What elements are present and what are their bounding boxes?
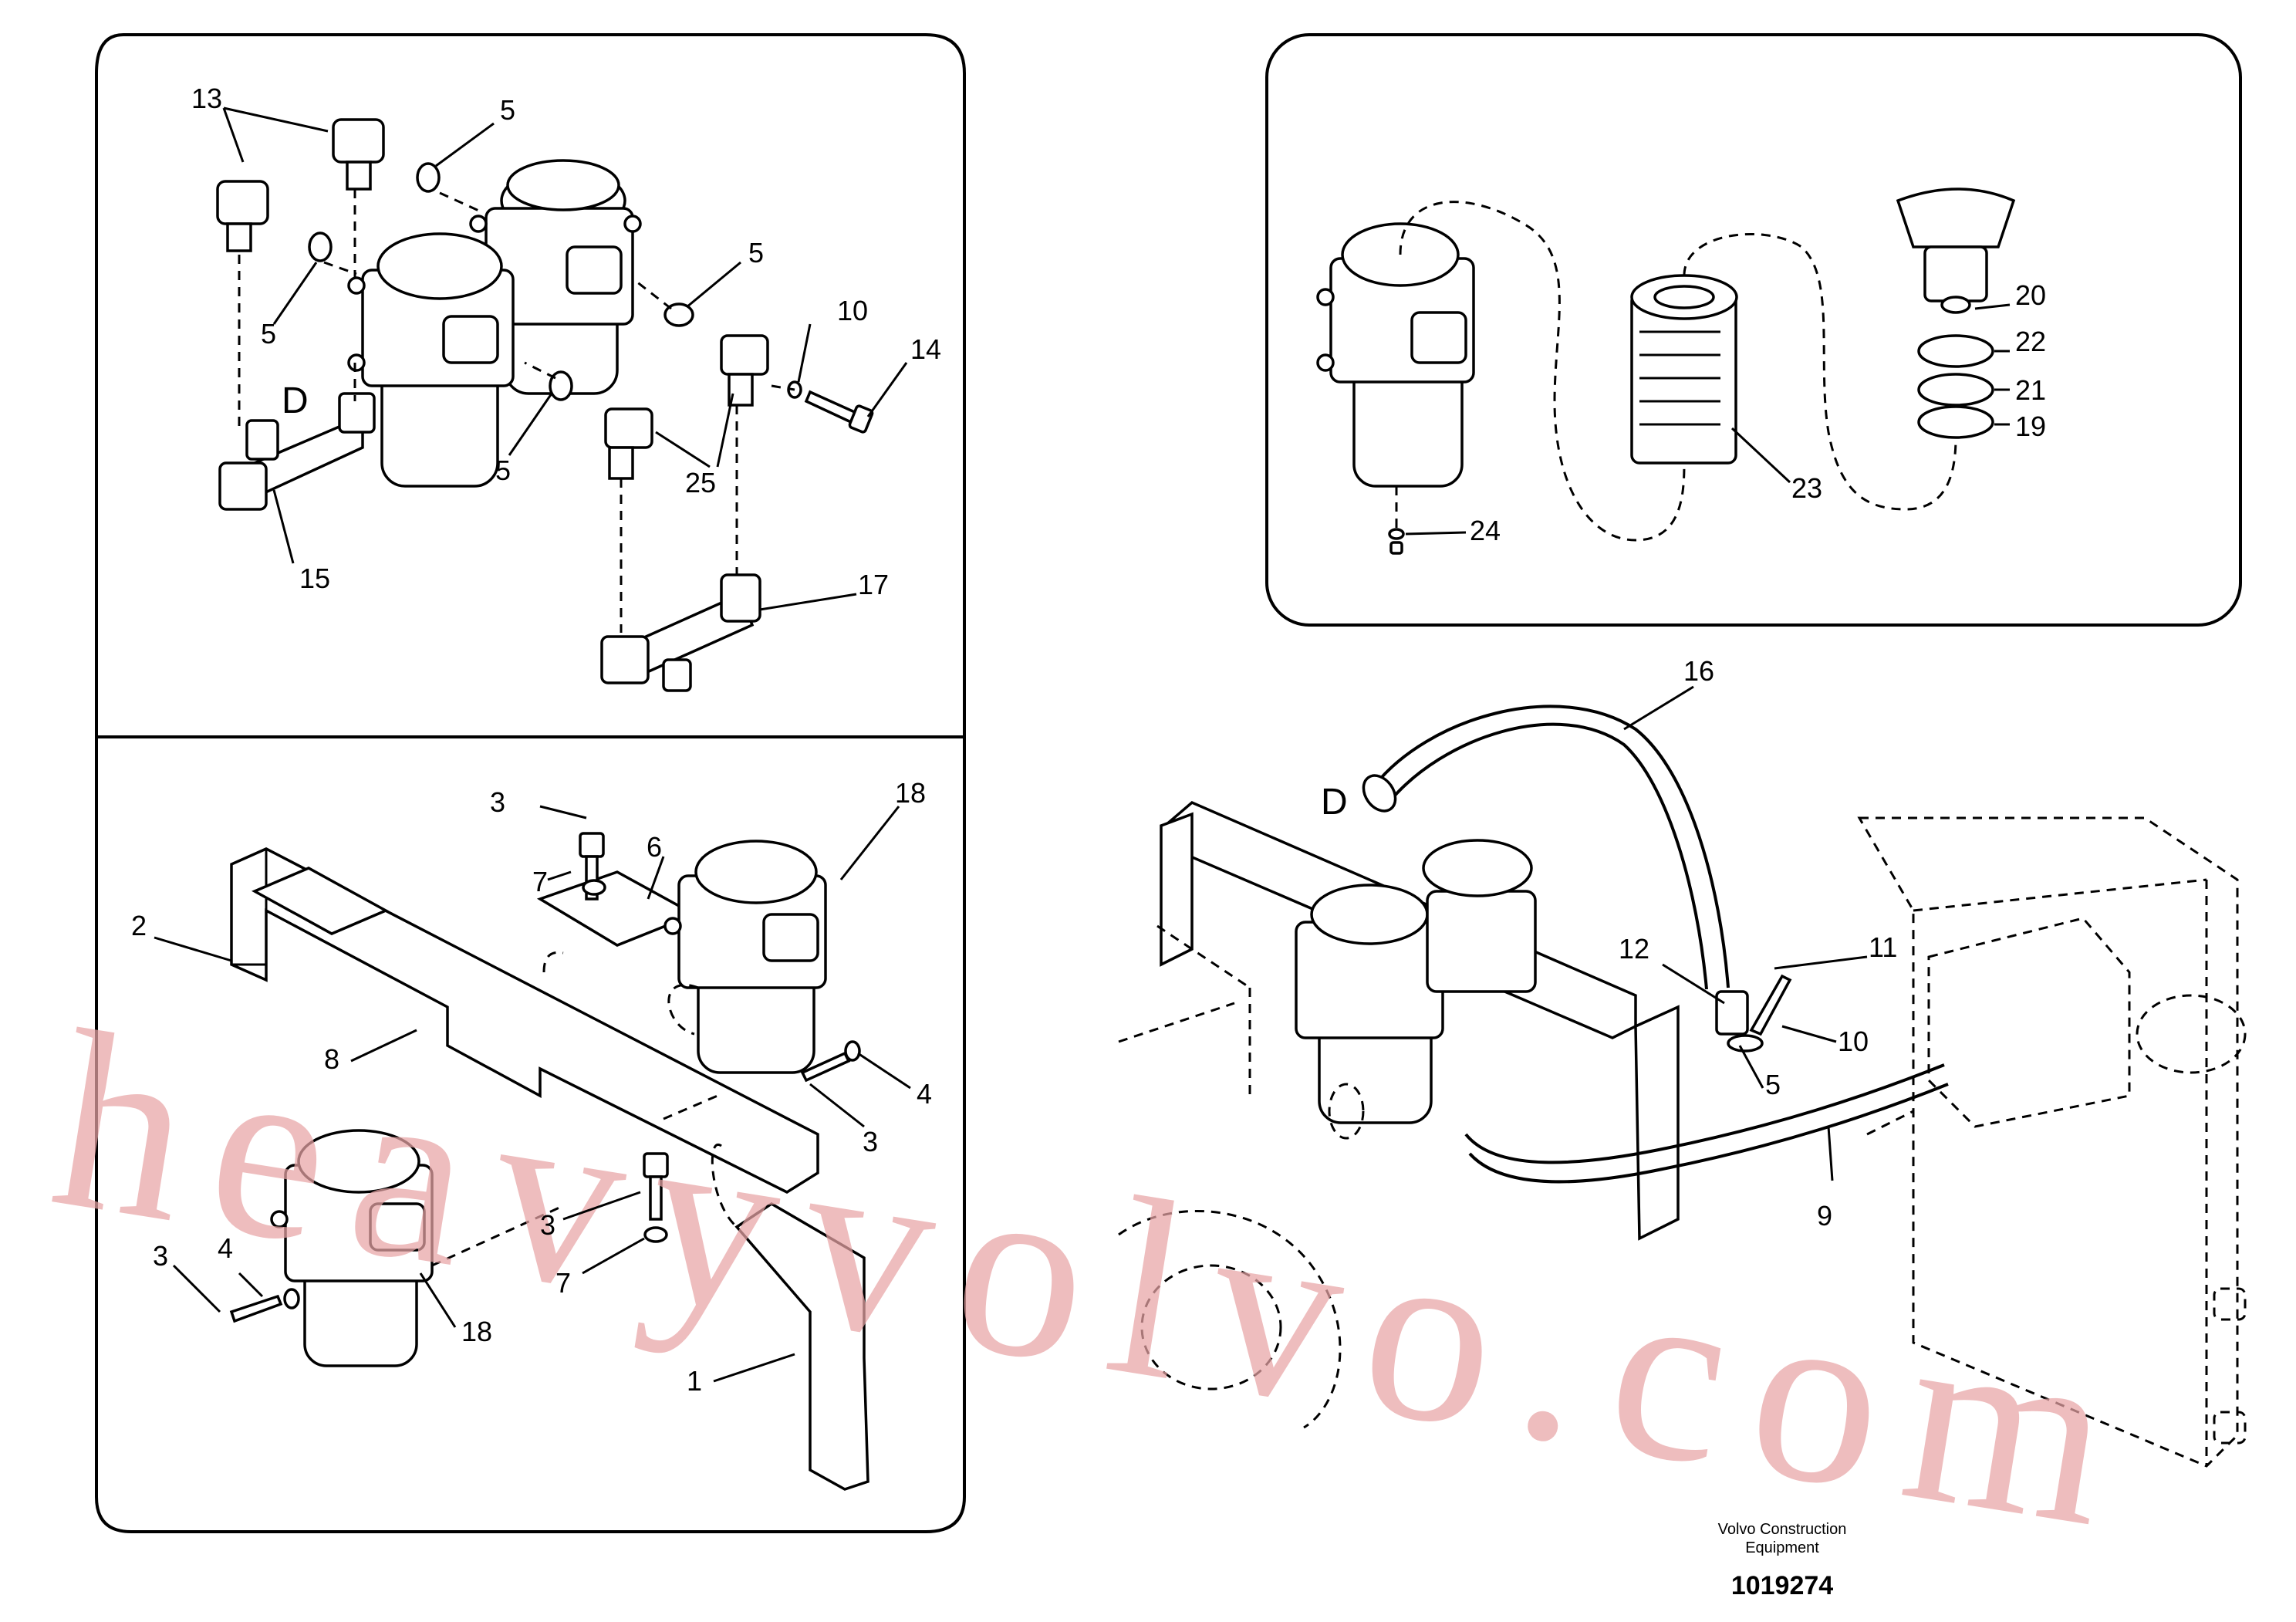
label-18: 18 xyxy=(895,777,926,809)
detail-marker-d: D xyxy=(1321,782,1348,823)
label-3: 3 xyxy=(153,1240,168,1272)
label-5: 5 xyxy=(495,454,511,486)
installed-filters xyxy=(1295,839,1537,1124)
panel-bottom-left-frame xyxy=(95,735,966,1533)
footer-caption: Volvo Construction Equipment 1019274 xyxy=(1620,1520,1944,1601)
label-7: 7 xyxy=(555,1267,571,1299)
label-21: 21 xyxy=(2015,374,2046,406)
label-20: 20 xyxy=(2015,279,2046,311)
bracket-1 xyxy=(734,1201,869,1491)
callout-labels: 13 5 5 5 5 10 14 25 15 17 20 22 21 19 23… xyxy=(131,83,2046,1397)
manifold-17 xyxy=(600,573,761,692)
bolt-14 xyxy=(787,380,874,434)
label-23: 23 xyxy=(1791,472,1822,504)
label-14: 14 xyxy=(910,333,941,365)
filter-18-upper xyxy=(663,840,827,1074)
label-4: 4 xyxy=(917,1078,932,1110)
label-8: 8 xyxy=(324,1043,339,1075)
footer-brand-line: Equipment xyxy=(1745,1539,1819,1556)
bolts-and-washers xyxy=(229,832,861,1323)
label-1: 1 xyxy=(687,1365,702,1397)
label-19: 19 xyxy=(2015,411,2046,442)
footer-brand-line: Volvo Construction xyxy=(1717,1521,1847,1538)
label-5: 5 xyxy=(261,318,276,350)
filter-assembly-pair xyxy=(347,159,642,488)
label-6: 6 xyxy=(647,831,662,863)
label-16: 16 xyxy=(1683,655,1714,687)
label-10: 10 xyxy=(837,295,868,326)
label-11: 11 xyxy=(1869,931,1897,963)
machine-outline xyxy=(1118,816,2247,1468)
elbow-fittings-13 xyxy=(216,118,385,252)
fitting-12-and-bolt-11 xyxy=(1715,974,1792,1053)
plate-8 xyxy=(252,867,389,935)
drawing-number: 1019274 xyxy=(1730,1571,1834,1600)
label-25: 25 xyxy=(685,467,716,498)
watermark: heavyvolvo.com xyxy=(38,978,2156,1585)
hose-16 xyxy=(1362,705,1730,990)
filter-element-23 xyxy=(1630,274,1738,465)
assembly-lines-top-left xyxy=(238,189,795,633)
label-3: 3 xyxy=(540,1209,555,1241)
label-7: 7 xyxy=(532,866,548,897)
cap-and-seals xyxy=(1896,188,2016,439)
o-ring-set xyxy=(308,162,694,401)
label-15: 15 xyxy=(299,563,330,594)
label-24: 24 xyxy=(1470,515,1501,546)
panel-top-right-frame xyxy=(1265,33,2242,627)
label-18: 18 xyxy=(461,1316,492,1347)
drain-plug-24 xyxy=(1388,528,1405,555)
label-22: 22 xyxy=(2015,326,2046,357)
label-2: 2 xyxy=(131,910,147,941)
label-5: 5 xyxy=(500,94,515,126)
assembly-lines-bottom-left xyxy=(431,951,738,1267)
panel-top-left-frame xyxy=(95,33,966,738)
label-4: 4 xyxy=(218,1232,233,1264)
label-10: 10 xyxy=(1838,1026,1869,1057)
leader-lines xyxy=(154,106,2011,1383)
label-3: 3 xyxy=(863,1126,878,1157)
label-13: 13 xyxy=(191,83,222,114)
detail-marker-d: D xyxy=(282,380,309,421)
label-9: 9 xyxy=(1817,1200,1832,1232)
label-5: 5 xyxy=(748,237,764,269)
elbow-fittings-25 xyxy=(604,334,769,480)
hose-9 xyxy=(1464,1063,1949,1184)
label-12: 12 xyxy=(1619,933,1649,965)
pipe-assembly-15 xyxy=(218,392,376,511)
label-5: 5 xyxy=(1765,1069,1781,1100)
assembly-lines-top-right xyxy=(1395,201,1957,542)
filter-18-lower xyxy=(270,1129,434,1367)
label-17: 17 xyxy=(858,569,889,600)
label-3: 3 xyxy=(490,786,505,818)
filter-housing-detail xyxy=(1316,222,1475,488)
